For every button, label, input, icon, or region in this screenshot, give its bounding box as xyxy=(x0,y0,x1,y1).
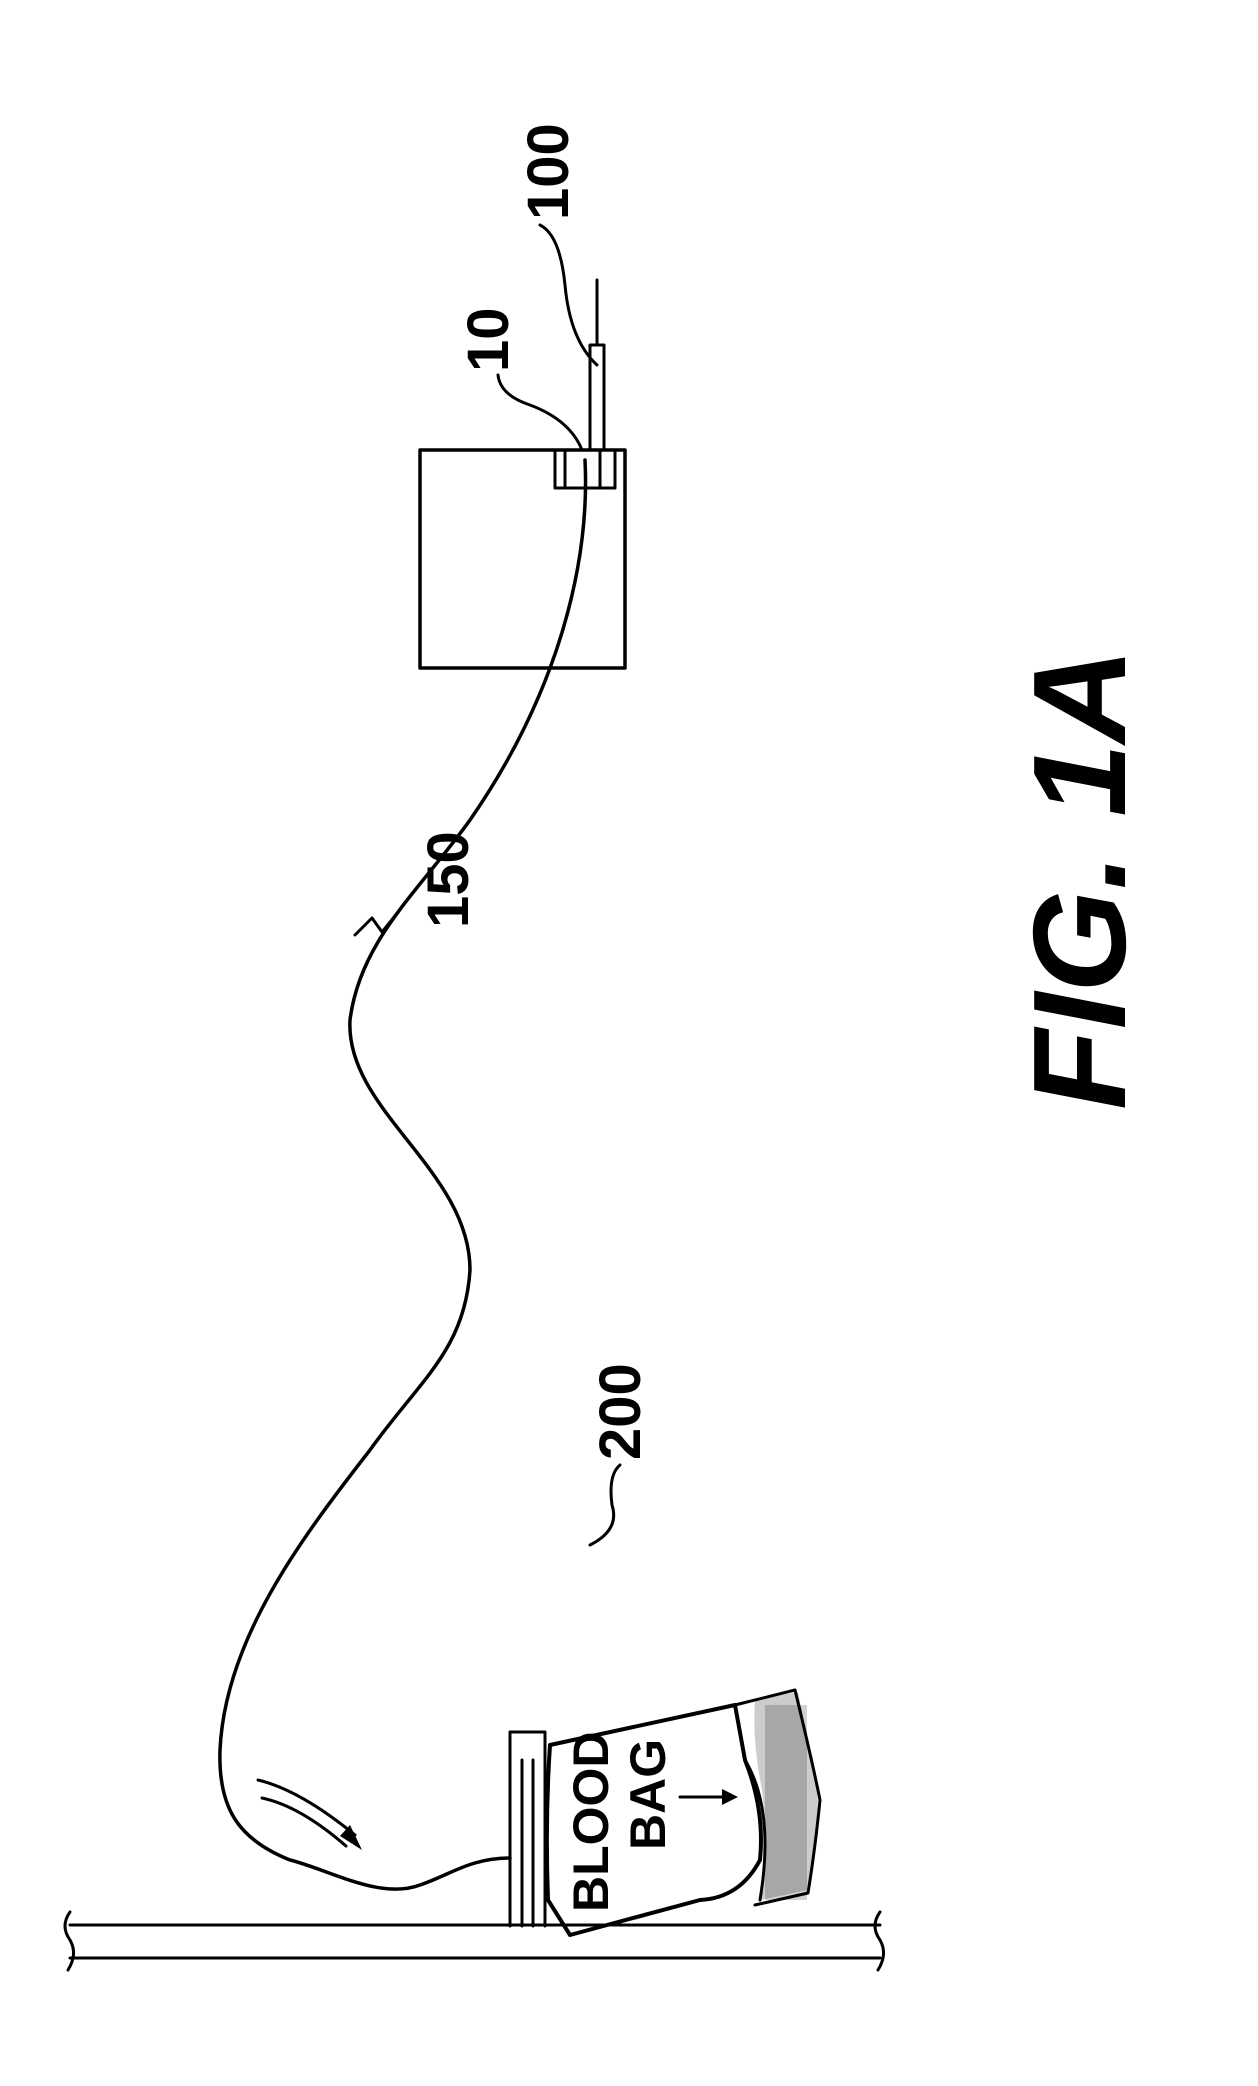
leader-100 xyxy=(540,225,597,365)
blood-bag: BLOOD BAG xyxy=(547,1690,820,1935)
label-device: 10 xyxy=(456,307,521,372)
tubing xyxy=(220,460,586,1889)
bag-hanger xyxy=(510,1732,545,1926)
label-tubing: 150 xyxy=(416,831,481,928)
label-needle: 100 xyxy=(516,123,581,220)
support-pole xyxy=(65,1912,884,1970)
arm-block xyxy=(420,450,625,668)
label-bag: 200 xyxy=(588,1363,653,1460)
flow-arrow xyxy=(258,1780,362,1850)
bag-text-bag: BAG xyxy=(620,1739,676,1850)
leader-200 xyxy=(590,1465,620,1545)
bag-text-blood: BLOOD xyxy=(563,1731,619,1912)
figure-title: FIG. 1A xyxy=(1006,648,1153,1110)
bag-fill-stipple xyxy=(754,1692,818,1900)
leader-10 xyxy=(498,375,582,450)
